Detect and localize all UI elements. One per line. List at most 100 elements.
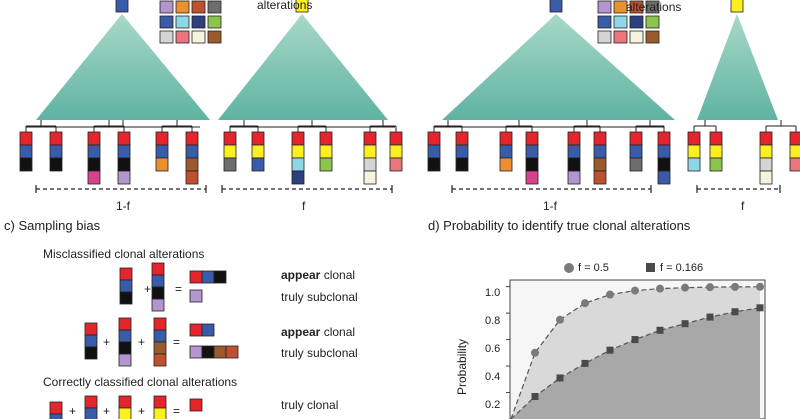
leaf-cell-stack: [593, 144, 607, 159]
fraction-label-1mf-right: 1-f: [543, 199, 558, 213]
sampling-bias-panel: [49, 262, 239, 419]
legend-color-swatch: [629, 0, 644, 14]
row2-plus-b: +: [138, 335, 146, 349]
legend-color-swatch: [645, 0, 660, 14]
row2-plus-a: +: [103, 335, 111, 349]
leaf-cell-stack: [19, 144, 33, 159]
leaf-cell-stack: [789, 144, 800, 159]
row2-truly-subclonal: truly subclonal: [281, 346, 358, 360]
leaf-cell-stack: [223, 131, 237, 146]
data-point-f0166: [706, 313, 714, 321]
legend-color-swatch: [175, 30, 190, 44]
leaf-cell-stack: [657, 157, 671, 172]
legend-color-swatch: [629, 15, 644, 29]
sample-cell-stack: [119, 267, 133, 281]
legend-color-swatch: [645, 15, 660, 29]
leaf-cell-stack: [593, 170, 607, 185]
leaf-cell-stack: [49, 144, 63, 159]
leaf-cell-stack: [687, 131, 701, 146]
y-tick-1.0: 1.0: [485, 287, 501, 299]
leaf-cell-stack: [499, 157, 513, 172]
chart-y-axis-label: Probability: [455, 338, 469, 395]
leaf-cell-stack: [155, 157, 169, 172]
sample-cell-stack: [118, 341, 132, 355]
merged-sample-box: [201, 323, 215, 337]
merged-sample-box: [225, 345, 239, 359]
chart-legend-f0166: f = 0.166: [660, 262, 704, 274]
sample-cell-stack: [153, 395, 167, 409]
leaf-cell-stack: [657, 170, 671, 185]
data-point-f05: [606, 290, 614, 299]
legend-color-swatch: [613, 15, 628, 29]
legend-color-swatch: [645, 30, 660, 44]
leaf-cell-stack: [629, 157, 643, 172]
sample-cell-stack: [153, 341, 167, 355]
sample-cell-stack: [153, 329, 167, 343]
leaf-cell-stack: [363, 131, 377, 146]
leaf-cell-stack: [789, 157, 800, 172]
row1-clonal-word: clonal: [320, 268, 356, 282]
leaf-cell-stack: [87, 157, 101, 172]
merged-sample-box: [201, 345, 215, 359]
leaf-cell-stack: [117, 170, 131, 185]
y-tick-0.4: 0.4: [485, 371, 501, 383]
clone-tree-triangle: [36, 14, 210, 120]
leaf-cell-stack: [319, 144, 333, 159]
data-point-f05: [656, 284, 664, 293]
leaf-cell-stack: [363, 157, 377, 172]
leaf-cell-stack: [155, 144, 169, 159]
sample-cell-stack: [118, 353, 132, 367]
leaf-cell-stack: [87, 170, 101, 185]
leaf-cell-stack: [389, 144, 403, 159]
legend-color-swatch: [629, 30, 644, 44]
leaf-cell-stack: [567, 157, 581, 172]
leaf-cell-stack: [185, 157, 199, 172]
sample-cell-stack: [118, 317, 132, 331]
legend-color-swatch: [175, 15, 190, 29]
leaf-cell-stack: [251, 131, 265, 146]
leaf-cell-stack: [49, 131, 63, 146]
sample-cell-stack: [151, 298, 165, 312]
root-clone-box: [549, 0, 563, 13]
legend-color-swatch: [191, 30, 206, 44]
row3-truly-clonal: truly clonal: [281, 398, 339, 412]
clone-tree-triangle: [218, 14, 388, 120]
leaf-cell-stack: [19, 157, 33, 172]
y-tick-0.6: 0.6: [485, 343, 501, 355]
sample-cell-stack: [151, 274, 165, 288]
legend-color-swatch: [191, 15, 206, 29]
merged-sample-box: [189, 345, 203, 359]
chart-legend-f05: f = 0.5: [578, 262, 609, 274]
sample-cell-stack: [84, 334, 98, 348]
leaf-cell-stack: [709, 131, 723, 146]
leaf-cell-stack: [251, 144, 265, 159]
leaf-cell-stack: [629, 131, 643, 146]
legend-color-swatch: [597, 0, 612, 14]
row3-equals: =: [173, 404, 181, 418]
sample-cell-stack: [49, 413, 63, 419]
panel-d-title: d) Probability to identify true clonal a…: [428, 218, 691, 233]
leaf-cell-stack: [155, 131, 169, 146]
legend-alterations-label-left: alterations: [257, 0, 313, 12]
data-point-f05: [631, 286, 639, 295]
legend-color-swatch: [191, 0, 206, 14]
leaf-cell-stack: [185, 170, 199, 185]
merged-sample-box: [213, 345, 227, 359]
data-point-f0166: [606, 346, 614, 354]
sample-cell-stack: [119, 279, 133, 293]
row2-equals: =: [173, 335, 181, 349]
y-tick-0.2: 0.2: [485, 399, 501, 411]
sample-cell-stack: [84, 395, 98, 409]
row1-plus: +: [144, 282, 152, 296]
sample-cell-stack: [49, 401, 63, 415]
leaf-cell-stack: [291, 157, 305, 172]
data-point-f0166: [731, 308, 739, 316]
leaf-cell-stack: [223, 144, 237, 159]
sample-cell-stack: [118, 395, 132, 409]
leaf-cell-stack: [291, 170, 305, 185]
leaf-cell-stack: [363, 144, 377, 159]
leaf-cell-stack: [389, 157, 403, 172]
leaf-cell-stack: [455, 157, 469, 172]
leaf-cell-stack: [687, 157, 701, 172]
